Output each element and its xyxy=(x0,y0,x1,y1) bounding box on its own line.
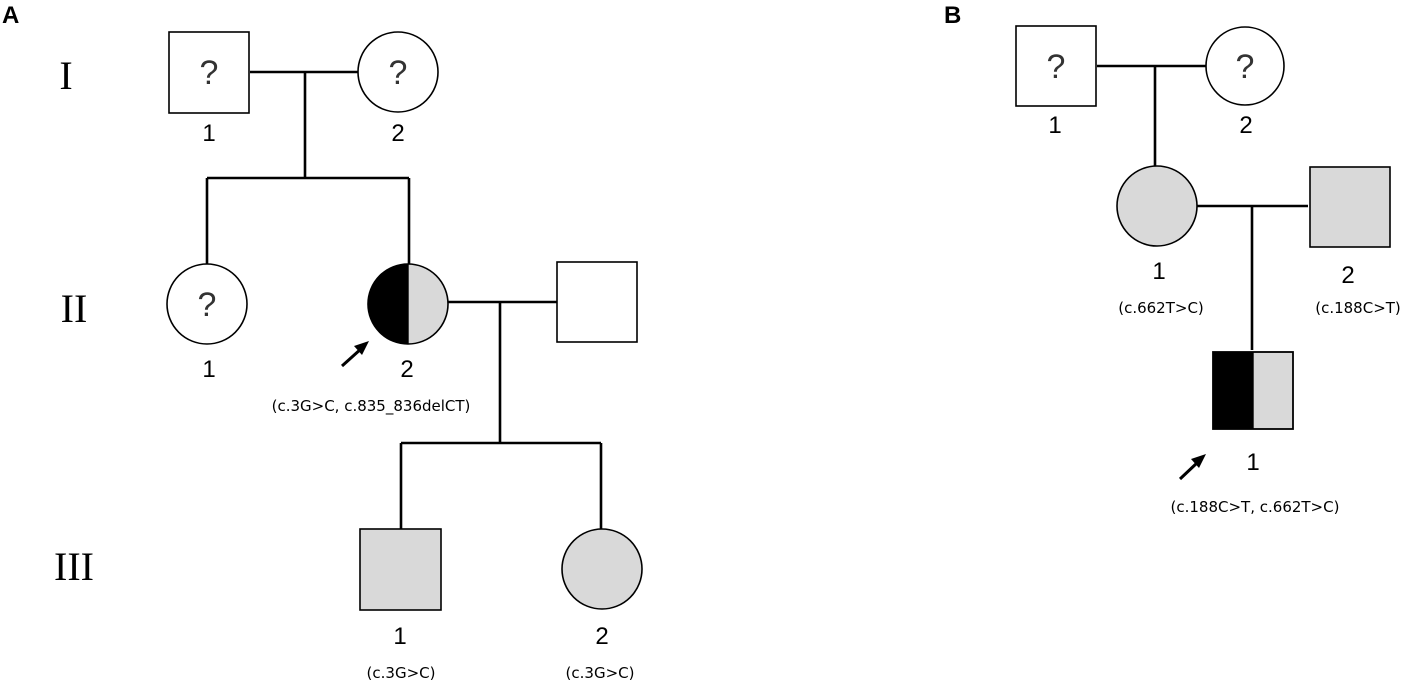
b-i2-unknown-mark: ? xyxy=(1236,48,1255,86)
a-ii1-female: ? 1 xyxy=(166,263,248,383)
b-i1-number: 1 xyxy=(1048,112,1061,139)
b-iii1-grey-half xyxy=(1253,352,1293,429)
generation-label-iii: III xyxy=(54,544,94,589)
a-iii1-number: 1 xyxy=(393,623,406,650)
b-iii1-male-symbol xyxy=(1212,351,1294,430)
a-iii2-female: 2 (c.3G>C) xyxy=(561,528,643,682)
b-iii1-variant: (c.188C>T, c.662T>C) xyxy=(1171,498,1340,516)
panel-b: B ? 1 ? 2 1 (c.662T>C) 2 (c.188C>T) xyxy=(944,2,1401,516)
a-iii1-male-symbol xyxy=(359,528,442,611)
b-i1-male: ? 1 xyxy=(1015,25,1097,139)
a-ii3-male-symbol xyxy=(556,261,638,343)
b-ii1-female: 1 (c.662T>C) xyxy=(1116,165,1204,317)
b-i2-female: ? 2 xyxy=(1205,26,1285,139)
a-i1-number: 1 xyxy=(202,120,215,147)
pedigree-lines-a xyxy=(205,70,603,529)
a-ii2-grey-half xyxy=(408,264,448,344)
a-i1-male-symbol xyxy=(168,31,250,114)
a-ii3-male-spouse xyxy=(556,261,638,343)
b-ii2-number: 2 xyxy=(1341,262,1354,289)
a-ii2-variant: (c.3G>C, c.835_836delCT) xyxy=(272,397,471,416)
a-i2-female: ? 2 xyxy=(357,31,439,147)
a-ii2-female-symbol xyxy=(367,263,449,345)
a-i2-female-symbol xyxy=(357,31,439,113)
b-i1-male-symbol xyxy=(1015,25,1097,107)
a-ii1-number: 1 xyxy=(202,356,215,383)
b-iii1-number: 1 xyxy=(1246,449,1259,476)
a-ii2-female-proband: 2 (c.3G>C, c.835_836delCT) xyxy=(272,263,471,416)
a-iii2-number: 2 xyxy=(595,623,608,650)
b-ii2-male-symbol xyxy=(1309,166,1391,248)
a-iii2-variant: (c.3G>C) xyxy=(566,664,635,682)
b-ii2-variant: (c.188C>T) xyxy=(1315,299,1401,317)
a-ii2-black-half xyxy=(368,264,408,344)
a-iii2-female-symbol xyxy=(561,528,643,610)
a-ii1-female-symbol xyxy=(166,263,248,345)
b-i2-female-symbol xyxy=(1205,26,1285,106)
b-iii1-male-proband: 1 (c.188C>T, c.662T>C) xyxy=(1171,351,1340,516)
a-iii1-variant: (c.3G>C) xyxy=(367,664,436,682)
a-i1-unknown-mark: ? xyxy=(200,54,219,92)
panel-label-a: A xyxy=(2,2,19,29)
a-ii2-number: 2 xyxy=(400,356,413,383)
a-ii1-unknown-mark: ? xyxy=(198,286,217,324)
a-proband-arrow xyxy=(340,341,369,368)
pedigree-lines-b xyxy=(1097,64,1308,350)
b-proband-arrow xyxy=(1178,454,1206,481)
a-i2-unknown-mark: ? xyxy=(389,54,408,92)
b-ii1-number: 1 xyxy=(1152,258,1165,285)
a-i2-number: 2 xyxy=(391,120,404,147)
generation-label-i: I xyxy=(59,53,72,98)
b-ii2-male: 2 (c.188C>T) xyxy=(1309,166,1401,317)
a-iii1-male: 1 (c.3G>C) xyxy=(359,528,442,682)
generation-label-ii: II xyxy=(61,286,88,331)
panel-label-b: B xyxy=(944,2,961,29)
b-ii1-female-symbol xyxy=(1116,165,1198,247)
b-i2-number: 2 xyxy=(1239,112,1252,139)
b-i1-unknown-mark: ? xyxy=(1047,48,1066,86)
b-iii1-black-half xyxy=(1213,352,1253,429)
panel-a: A I II III ? 1 ? 2 xyxy=(2,2,643,682)
a-i1-male: ? 1 xyxy=(168,31,250,147)
b-ii1-variant: (c.662T>C) xyxy=(1118,299,1204,317)
